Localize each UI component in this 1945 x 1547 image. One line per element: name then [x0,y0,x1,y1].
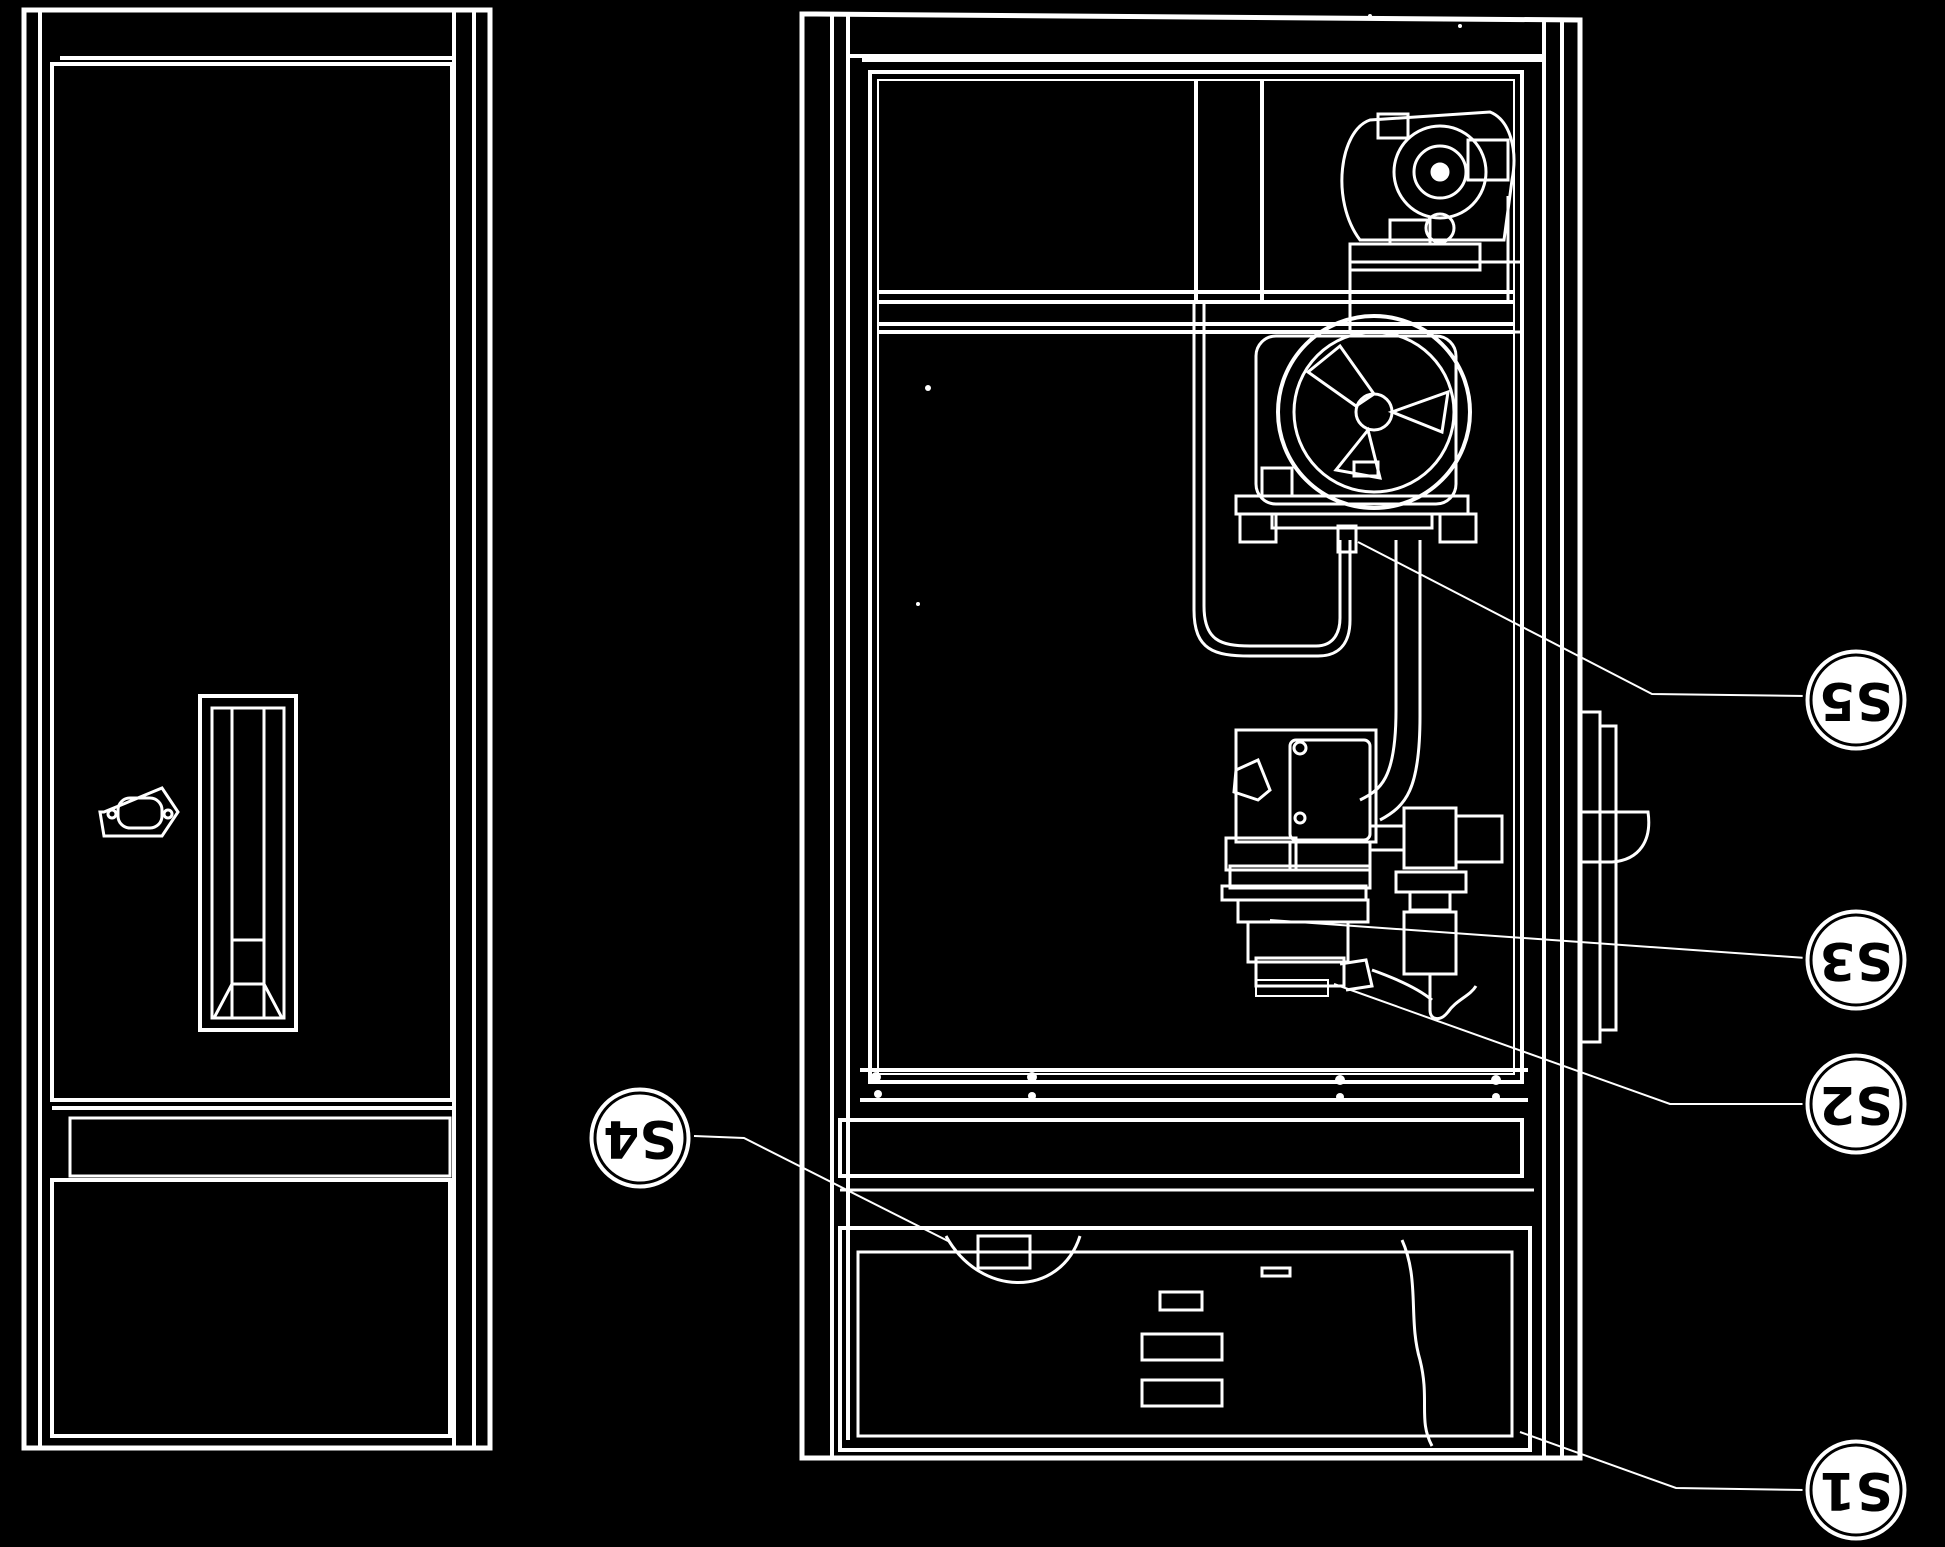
leader-s1 [1519,1431,1805,1491]
callout-s3: S3 [1802,906,1910,1014]
blower-motor [1234,314,1478,554]
label-s2: S2 [1819,1074,1893,1134]
label-s4: S4 [603,1108,677,1168]
leader-s3 [1269,919,1807,959]
callout-s2: S2 [1802,1050,1910,1158]
base-screws [871,1072,1501,1101]
callout-s4: S4 [586,1084,694,1192]
pump-motor [1340,110,1524,334]
door-handle [198,694,298,1032]
leader-s5 [1357,541,1807,697]
label-s3: S3 [1819,930,1893,990]
callout-s1: S1 [1802,1436,1910,1544]
label-s1: S1 [1819,1460,1893,1520]
callout-s5: S5 [1802,646,1910,754]
leader-s2 [1333,983,1806,1105]
lock-plate [98,786,180,838]
label-s5: S5 [1819,670,1893,730]
side-bracket [1578,710,1651,1044]
leader-s4 [693,1135,951,1243]
pipe-assembly [1192,300,1422,822]
closed-cabinet-view [21,7,493,1451]
leader-lines [693,541,1807,1491]
open-cabinet-view [799,11,1651,1461]
